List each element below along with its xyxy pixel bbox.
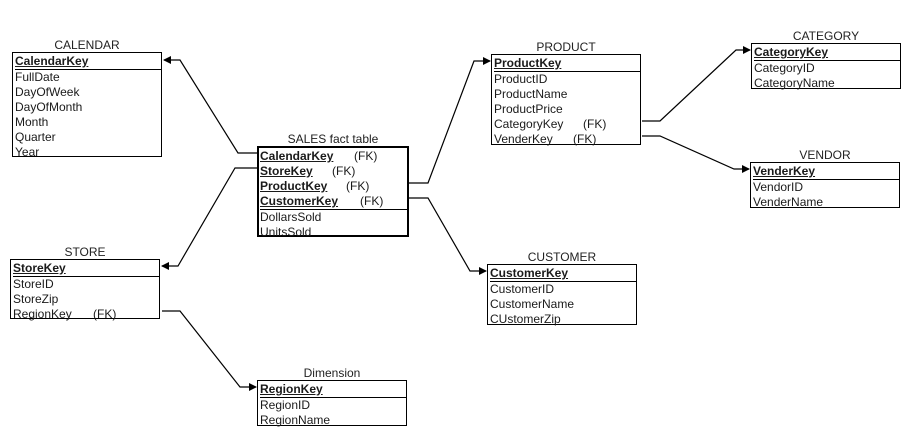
customer-attr: CUstomerZip xyxy=(490,312,561,326)
product-attr: ProductPrice xyxy=(494,102,563,116)
category-title: CATEGORY xyxy=(792,29,860,43)
product-attr: ProductID xyxy=(494,72,548,86)
calendar-attr: Year xyxy=(15,145,40,159)
store-title: STORE xyxy=(64,245,106,259)
category-pk: CategoryKey xyxy=(754,45,900,61)
link-sales-product xyxy=(409,57,491,184)
store-pk: StoreKey xyxy=(13,261,159,277)
link-sales-calendar xyxy=(163,56,257,154)
product-attr-fk: VenderKey (FK) xyxy=(494,132,640,147)
sales-key-name: CustomerKey xyxy=(260,194,339,208)
store-attr-fk: RegionKey (FK) xyxy=(13,307,159,322)
calendar-attr: FullDate xyxy=(15,70,60,84)
vendor-title: VENDOR xyxy=(799,148,851,162)
product-attr-name: CategoryKey xyxy=(494,117,564,131)
fk-label: (FK) xyxy=(346,179,370,193)
fk-label: (FK) xyxy=(360,194,384,208)
sales-fk-key: CalendarKey (FK) xyxy=(260,149,407,164)
calendar-entity[interactable]: CalendarKey FullDate DayOfWeek DayOfMont… xyxy=(12,52,162,159)
calendar-attr: DayOfWeek xyxy=(15,85,80,99)
link-product-vendor xyxy=(642,135,750,173)
customer-attr: CustomerID xyxy=(490,282,555,296)
sales-attr: UnitsSold xyxy=(260,225,312,239)
fk-label: (FK) xyxy=(332,164,356,178)
fk-label: (FK) xyxy=(93,307,117,321)
sales-key-name: CalendarKey xyxy=(260,149,334,163)
calendar-pk: CalendarKey xyxy=(15,54,161,70)
dimension-pk: RegionKey xyxy=(260,382,406,398)
category-entity[interactable]: CategoryKey CategoryID CategoryName xyxy=(751,43,901,90)
sales-fk-key: StoreKey (FK) xyxy=(260,164,407,179)
product-attr: ProductName xyxy=(494,87,568,101)
calendar-attr: Quarter xyxy=(15,130,56,144)
store-entity[interactable]: StoreKey StoreID StoreZip RegionKey (FK) xyxy=(10,259,160,322)
sales-key-name: ProductKey xyxy=(260,179,328,193)
product-attr-fk: CategoryKey (FK) xyxy=(494,117,640,132)
dimension-entity[interactable]: RegionKey RegionID RegionName xyxy=(257,380,407,427)
customer-entity[interactable]: CustomerKey CustomerID CustomerName CUst… xyxy=(487,264,637,326)
customer-attr: CustomerName xyxy=(490,297,575,311)
calendar-attr: Month xyxy=(15,115,49,129)
fk-label: (FK) xyxy=(573,132,597,146)
product-pk: ProductKey xyxy=(494,56,640,72)
sales-attr: DollarsSold xyxy=(260,210,322,224)
store-attr: StoreZip xyxy=(13,292,59,306)
fk-label: (FK) xyxy=(354,149,378,163)
link-store-dimension xyxy=(162,310,257,391)
vendor-entity[interactable]: VenderKey VendorID VenderName xyxy=(750,162,900,209)
vendor-attr: VendorID xyxy=(753,180,804,194)
link-sales-customer xyxy=(409,197,487,275)
vendor-pk: VenderKey xyxy=(753,164,899,180)
store-attr-name: RegionKey xyxy=(13,307,72,321)
sales-key-name: StoreKey xyxy=(260,164,313,178)
calendar-attr: DayOfMonth xyxy=(15,100,83,114)
dimension-attr: RegionID xyxy=(260,398,311,412)
dimension-attr: RegionName xyxy=(260,413,331,427)
sales-title: SALES fact table xyxy=(287,132,379,146)
sales-fk-key: ProductKey (FK) xyxy=(260,179,407,194)
customer-title: CUSTOMER xyxy=(527,250,597,264)
category-attr: CategoryName xyxy=(754,76,835,90)
product-title: PRODUCT xyxy=(536,40,596,54)
link-product-category xyxy=(642,46,751,122)
store-attr: StoreID xyxy=(13,277,54,291)
category-attr: CategoryID xyxy=(754,61,815,75)
fk-label: (FK) xyxy=(583,117,607,131)
calendar-title: CALENDAR xyxy=(54,38,120,52)
product-attr-name: VenderKey xyxy=(494,132,553,146)
sales-fk-key: CustomerKey (FK) xyxy=(260,194,407,210)
vendor-attr: VenderName xyxy=(753,195,824,209)
customer-pk: CustomerKey xyxy=(490,266,636,282)
product-entity[interactable]: ProductKey ProductID ProductName Product… xyxy=(491,54,641,147)
link-sales-store xyxy=(161,167,257,270)
dimension-title: Dimension xyxy=(303,366,361,380)
sales-entity[interactable]: CalendarKey (FK) StoreKey (FK) ProductKe… xyxy=(257,146,409,239)
